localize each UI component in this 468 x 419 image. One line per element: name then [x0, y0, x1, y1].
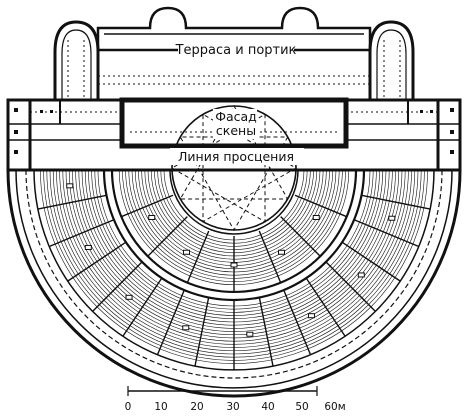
- scale-tick-10: 10: [154, 401, 167, 413]
- seat-row: [157, 169, 311, 247]
- scale-tick-40: 40: [261, 401, 274, 413]
- seat-row: [160, 169, 308, 244]
- stairway: [353, 219, 420, 248]
- stairway: [37, 194, 107, 210]
- stairway: [121, 194, 174, 218]
- construction-triangle: [202, 113, 297, 223]
- facade-label-line2: скены: [216, 123, 256, 138]
- seat-marker: [307, 313, 315, 319]
- scale-tick-20: 20: [190, 401, 203, 413]
- stairway: [361, 194, 431, 210]
- stairway: [48, 219, 115, 248]
- stairway: [186, 230, 210, 283]
- scale-tick-60: 60м: [324, 401, 345, 413]
- stairway: [67, 241, 127, 282]
- scale-bar: 0 10 20 30 40 50 60м: [125, 386, 346, 413]
- terrace-portico: [53, 6, 415, 100]
- construction-triangle: [171, 113, 266, 223]
- seat-marker: [278, 249, 285, 255]
- cavea: [6, 169, 462, 398]
- scale-tick-30: 30: [226, 401, 239, 413]
- stairway: [258, 297, 274, 367]
- seat-marker: [246, 331, 254, 337]
- stairway: [147, 216, 188, 257]
- stairway: [280, 216, 321, 257]
- stairway: [325, 261, 376, 312]
- stairway: [294, 194, 347, 218]
- seat-marker: [230, 262, 238, 268]
- seat-marker: [182, 325, 190, 331]
- stairway: [92, 261, 143, 312]
- stairway: [341, 241, 401, 282]
- stairway: [194, 297, 210, 367]
- seat-marker: [84, 244, 92, 250]
- terrace-label: Терраса и портик: [175, 43, 297, 58]
- seat-marker: [125, 294, 133, 300]
- seat-marker: [357, 272, 365, 278]
- seat-marker: [183, 249, 190, 255]
- scale-tick-0: 0: [125, 401, 132, 413]
- stairway: [283, 289, 312, 356]
- seat-marker: [148, 215, 156, 220]
- stairway: [258, 230, 282, 283]
- stairway: [156, 289, 185, 356]
- scale-tick-50: 50: [295, 401, 308, 413]
- stairway: [305, 277, 346, 337]
- facade-label-line1: Фасад: [215, 109, 257, 124]
- seat-marker: [312, 215, 320, 220]
- seat-marker: [388, 215, 396, 221]
- stairway: [122, 277, 163, 337]
- proscenium-label: Линия просцения: [178, 149, 294, 164]
- seat-marker: [66, 183, 74, 189]
